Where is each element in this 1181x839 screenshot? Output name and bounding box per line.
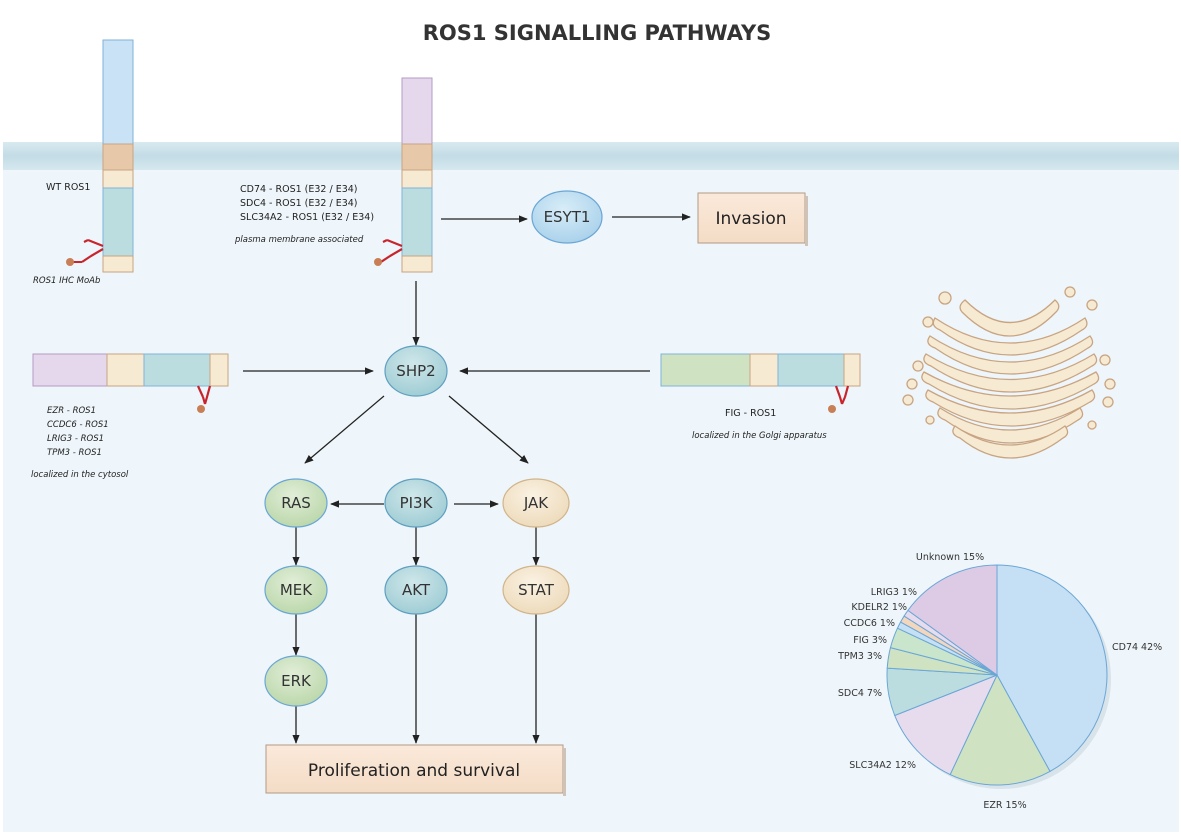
node-erk: ERK — [264, 655, 328, 707]
golgi-note: localized in the Golgi apparatus — [692, 431, 827, 441]
pie-label-fig: FIG 3% — [853, 635, 887, 646]
node-shp2-label: SHP2 — [396, 362, 435, 380]
pie-label-slc34a2: SLC34A2 12% — [849, 760, 916, 771]
golgi-apparatus-icon — [902, 286, 1116, 459]
node-stat: STAT — [502, 565, 570, 615]
pie-slice-cd74 — [996, 564, 1108, 773]
proliferation-label: Proliferation and survival — [308, 761, 520, 781]
membrane-fusion-cd74: CD74 - ROS1 (E32 / E34) — [240, 184, 358, 195]
pie-label-kdelr2: KDELR2 1% — [851, 602, 907, 613]
pie-slice-slc34a2 — [894, 674, 998, 776]
membrane-fusion-receptor — [401, 77, 433, 273]
proliferation-box: Proliferation and survival — [265, 744, 566, 796]
antibody-icon — [66, 238, 104, 266]
membrane-fusion-sdc4: SDC4 - ROS1 (E32 / E34) — [240, 198, 358, 209]
pie-label-ccdc6: CCDC6 1% — [844, 618, 895, 629]
node-ras-label: RAS — [281, 494, 311, 512]
pie-label-tpm3: TPM3 3% — [837, 651, 882, 662]
plasma-membrane — [3, 142, 1179, 170]
cytosol-fusion-ezr: EZR - ROS1 — [47, 406, 96, 416]
membrane-note: plasma membrane associated — [234, 235, 364, 245]
pie-label-ezr: EZR 15% — [983, 800, 1026, 811]
golgi-fusion-label: FIG - ROS1 — [725, 408, 776, 419]
node-erk-label: ERK — [281, 672, 312, 690]
cytosol-fusion-ccdc6: CCDC6 - ROS1 — [47, 420, 109, 430]
cytosol-note: localized in the cytosol — [31, 470, 129, 480]
node-esyt1-label: ESYT1 — [544, 208, 591, 226]
fusion-frequency-pie-chart: CD74 42% EZR 15% SLC34A2 12% SDC4 7% TPM3 3%… — [837, 552, 1162, 811]
antibody-icon — [828, 385, 850, 413]
pie-label-sdc4: SDC4 7% — [838, 688, 882, 699]
wt-ros1-label: WT ROS1 — [46, 182, 90, 193]
pie-slice-unknown — [907, 564, 998, 676]
pathway-arrows — [243, 213, 691, 744]
node-pi3k: PI3K — [384, 478, 448, 528]
pie-label-cd74: CD74 42% — [1112, 642, 1162, 653]
node-esyt1: ESYT1 — [531, 190, 603, 244]
wt-ros1-receptor — [102, 39, 134, 273]
node-mek-label: MEK — [280, 581, 313, 599]
pie-label-unknown: Unknown 15% — [916, 552, 984, 563]
cytosol-fusion-receptor — [32, 353, 229, 387]
page-title: ROS1 SIGNALLING PATHWAYS — [423, 21, 772, 45]
membrane-fusion-slc34a2: SLC34A2 - ROS1 (E32 / E34) — [240, 212, 374, 223]
golgi-fusion-receptor — [660, 353, 861, 387]
arrow-shp2-to-jak — [448, 395, 529, 464]
node-pi3k-label: PI3K — [400, 494, 434, 512]
node-jak: JAK — [502, 478, 570, 528]
invasion-box: Invasion — [697, 192, 808, 246]
antibody-icon — [196, 385, 212, 413]
invasion-label: Invasion — [715, 209, 786, 229]
pie-slice-ezr — [949, 673, 1051, 786]
node-shp2: SHP2 — [384, 345, 448, 397]
ihc-antibody-label: ROS1 IHC MoAb — [33, 276, 100, 286]
antibody-icon — [374, 238, 403, 266]
node-ras: RAS — [264, 478, 328, 528]
cytosol-fusion-tpm3: TPM3 - ROS1 — [47, 448, 102, 458]
arrow-shp2-to-ras — [304, 395, 385, 464]
node-akt-label: AKT — [402, 581, 431, 599]
node-stat-label: STAT — [518, 581, 555, 599]
pie-label-lrig3: LRIG3 1% — [871, 587, 917, 598]
node-akt: AKT — [384, 565, 448, 615]
node-jak-label: JAK — [523, 494, 549, 512]
cytosol-fusion-lrig3: LRIG3 - ROS1 — [47, 434, 104, 444]
node-mek: MEK — [264, 565, 328, 615]
